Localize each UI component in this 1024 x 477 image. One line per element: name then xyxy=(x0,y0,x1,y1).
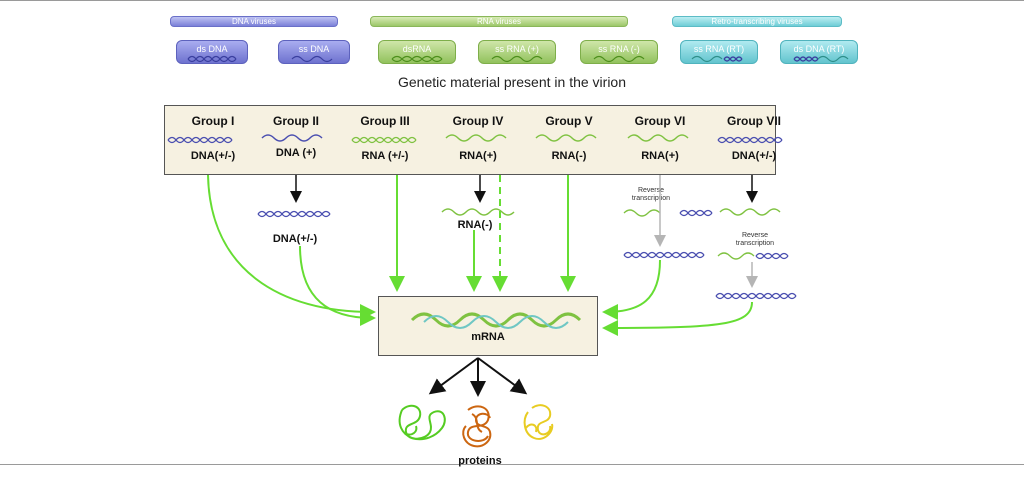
group-4-ssrna-icon xyxy=(445,134,507,142)
pill-ds-dna: ds DNA xyxy=(176,40,248,64)
pill-dsrna-helix-icon xyxy=(391,55,443,63)
group-7-reverse-transcription-label: Reverse transcription xyxy=(735,232,775,247)
mrna-label: mRNA xyxy=(471,331,505,343)
group-4-intermediate-label: RNA(-) xyxy=(457,219,493,231)
pill-ds-dna-rt-helix-icon xyxy=(793,55,849,63)
group-7-dsdna-icon xyxy=(717,136,783,144)
group-5-title: Group V xyxy=(545,114,593,128)
pill-ss-dna: ss DNA xyxy=(278,40,350,64)
group-6-dsdna-icon xyxy=(623,251,705,259)
group-6-ssrna-icon xyxy=(627,134,689,142)
mrna-to-protein-right-arrow xyxy=(477,357,528,395)
pill-ss-rna-plus-helix-icon xyxy=(491,55,543,63)
pill-label: ds DNA (RT) xyxy=(793,44,845,54)
retro-transcribing-viruses-header: Retro-transcribing viruses xyxy=(672,16,842,27)
group-4-title: Group IV xyxy=(452,114,504,128)
pill-label: ss DNA xyxy=(298,44,330,54)
pill-ss-rna-plus: ss RNA (+) xyxy=(478,40,556,64)
group-7-rna-dna-hybrid-icon xyxy=(717,252,789,260)
group-6-reverse-transcription-label: Reverse transcription xyxy=(631,187,671,202)
group-3-dsrna-icon xyxy=(351,136,417,144)
group-2-ssdna-icon xyxy=(261,134,323,142)
pill-label: dsRNA xyxy=(402,44,432,54)
rna-viruses-header: RNA viruses xyxy=(370,16,628,27)
group-5-ssrna-icon xyxy=(535,134,597,142)
group-2-intermediate-label: DNA(+/-) xyxy=(272,233,318,245)
green-protein-icon xyxy=(398,404,446,441)
pill-ds-dna-rt: ds DNA (RT) xyxy=(780,40,858,64)
group-1-dsdna-icon xyxy=(167,136,233,144)
pill-dsrna: dsRNA xyxy=(378,40,456,64)
group-3-genome: RNA (+/-) xyxy=(361,150,409,162)
group-6-rna-dna-hybrid-icon xyxy=(623,209,713,217)
pill-ss-rna-minus-helix-icon xyxy=(593,55,645,63)
group-5-genome: RNA(-) xyxy=(551,150,587,162)
pill-ss-rna-rt-helix-icon xyxy=(691,55,743,63)
group-7-dsdna-intermediate-icon xyxy=(715,292,797,300)
group-1-genome: DNA(+/-) xyxy=(190,150,236,162)
bottom-border xyxy=(0,464,1024,465)
group-6-genome: RNA(+) xyxy=(641,150,679,162)
group-7-genome: DNA(+/-) xyxy=(731,150,777,162)
pill-label: ss RNA (-) xyxy=(598,44,640,54)
proteins-label: proteins xyxy=(458,455,502,467)
group-1-to-mrna-arrow xyxy=(207,174,376,320)
mrna-strand-icon xyxy=(410,312,582,329)
diagram-graphics xyxy=(167,55,849,448)
dna-viruses-header: DNA viruses xyxy=(170,16,338,27)
group-4-genome: RNA(+) xyxy=(459,150,497,162)
pill-label: ss RNA (+) xyxy=(495,44,539,54)
pill-ss-dna-helix-icon xyxy=(291,55,333,63)
group-7-title: Group VII xyxy=(727,114,781,128)
group-2-to-mrna-arrow xyxy=(299,245,376,326)
orange-protein-icon xyxy=(462,405,492,448)
mrna-to-protein-left-arrow xyxy=(428,357,479,395)
top-border xyxy=(0,0,1024,1)
group-6-to-mrna-arrow xyxy=(602,259,661,320)
pill-ss-rna-minus: ss RNA (-) xyxy=(580,40,658,64)
pill-label: ds DNA xyxy=(196,44,228,54)
group-3-title: Group III xyxy=(360,114,410,128)
group-2-dsdna-intermediate-icon xyxy=(257,210,331,218)
pill-ss-rna-rt: ss RNA (RT) xyxy=(680,40,758,64)
diagram-subtitle: Genetic material present in the virion xyxy=(398,74,626,90)
group-6-title: Group VI xyxy=(634,114,686,128)
pill-label: ss RNA (RT) xyxy=(693,44,745,54)
group-4-rna-minus-intermediate-icon xyxy=(441,208,515,216)
group-7-to-mrna-arrow xyxy=(602,301,753,336)
group-1-title: Group I xyxy=(191,114,235,128)
group-2-genome: DNA (+) xyxy=(275,147,317,159)
group-2-title: Group II xyxy=(273,114,319,128)
group-7-pregenomic-rna-icon xyxy=(719,208,781,216)
yellow-protein-icon xyxy=(523,404,554,440)
pill-ds-dna-helix-icon xyxy=(187,55,237,63)
